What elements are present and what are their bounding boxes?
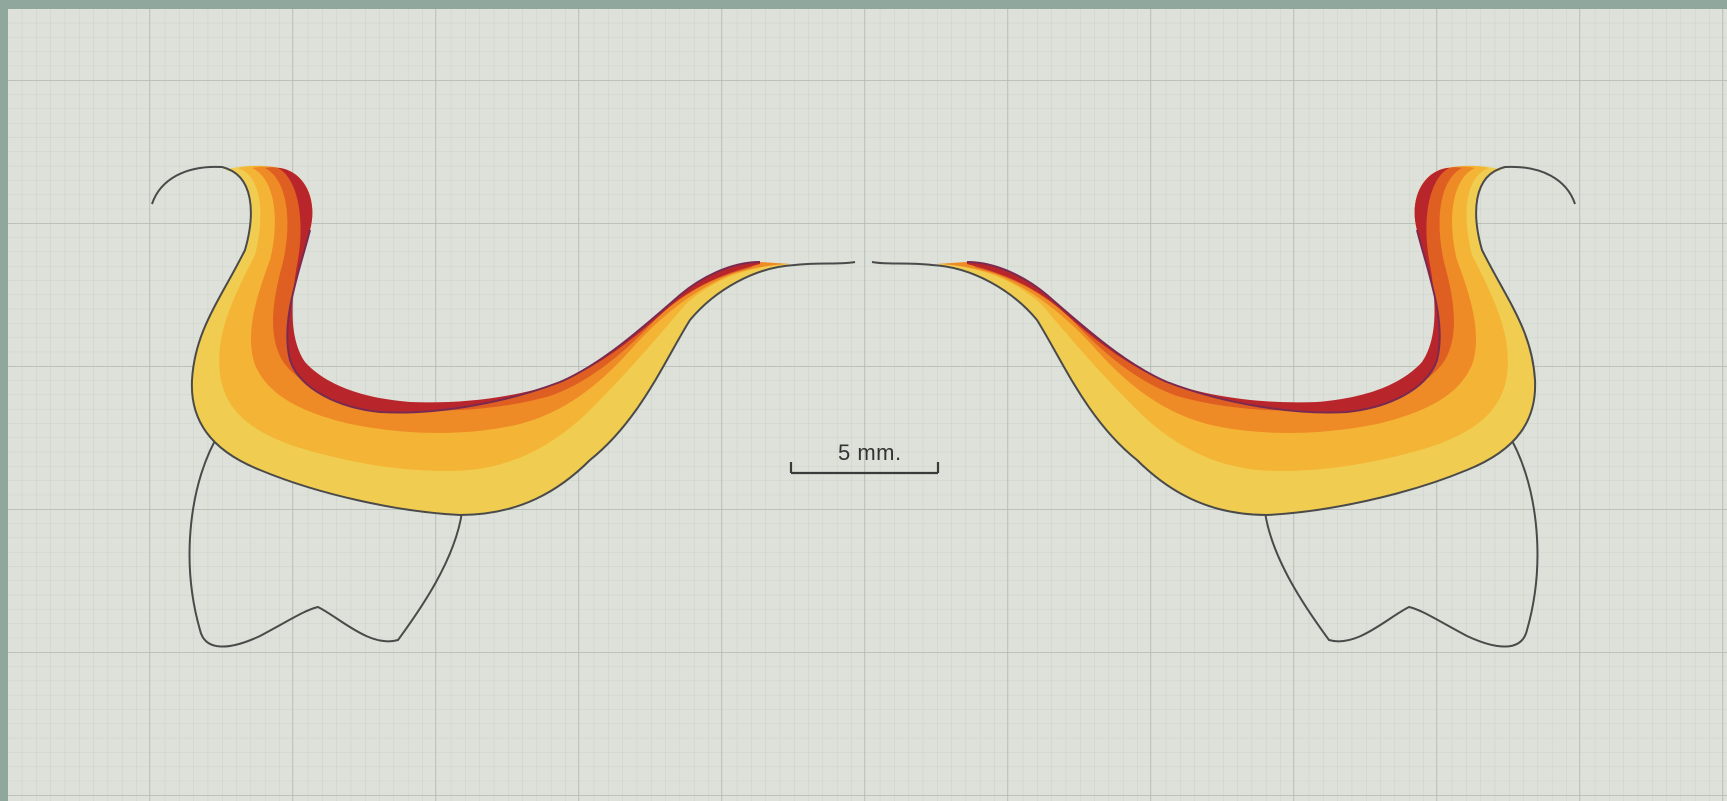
- left-enamel-outline: [151, 165, 856, 517]
- right-inner-outline: [966, 229, 1441, 414]
- left-layer-red: [278, 168, 760, 413]
- right-enamel-outline: [871, 165, 1576, 517]
- left-tooth: [151, 165, 856, 648]
- left-inner-outline: [286, 229, 761, 414]
- scale-bar-label: 5 mm.: [838, 440, 902, 465]
- left-tooth-root-outline: [188, 431, 463, 648]
- right-tooth: [871, 165, 1576, 648]
- scale-bar: [789, 462, 940, 475]
- right-tooth-root-outline: [1264, 431, 1539, 648]
- right-layer-red: [967, 168, 1449, 413]
